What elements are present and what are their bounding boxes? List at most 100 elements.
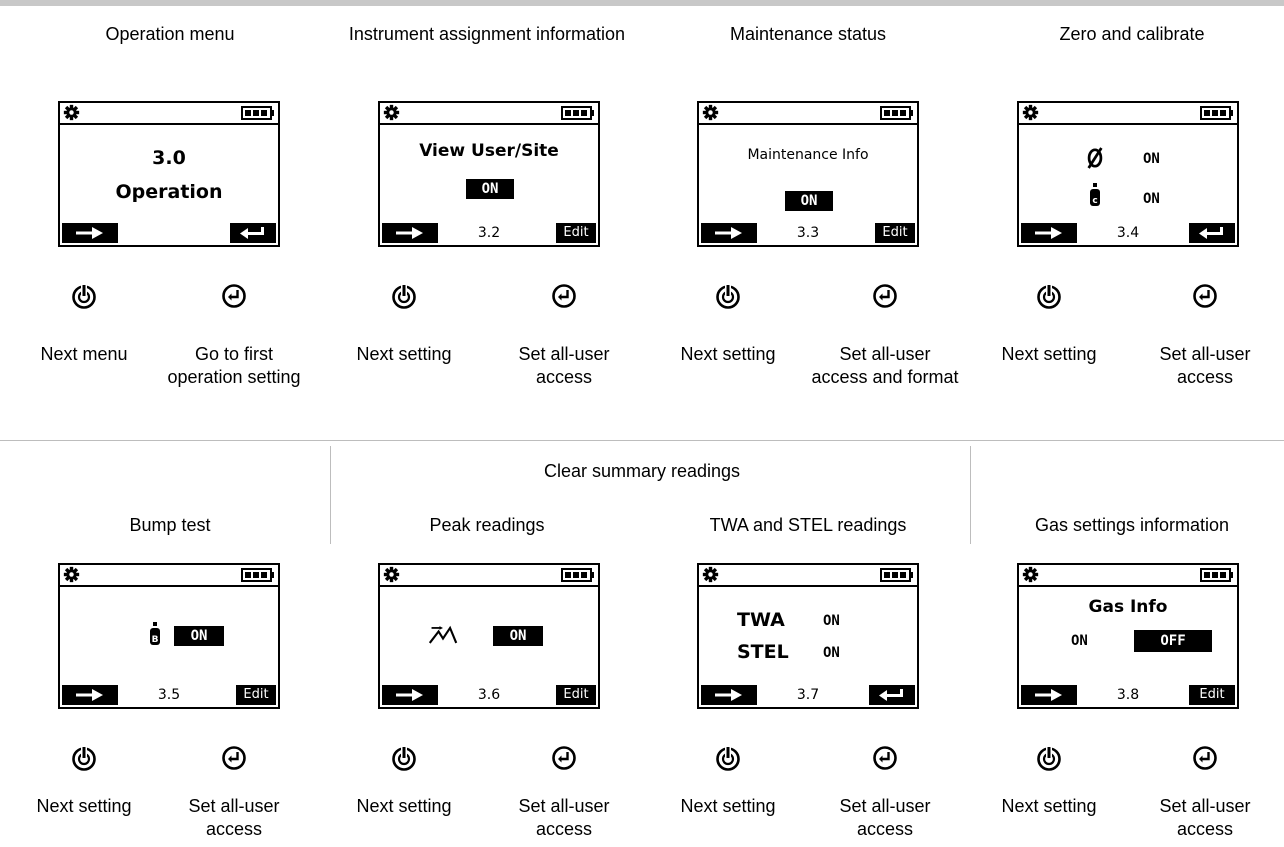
edit-softkey: Edit (236, 685, 276, 705)
battery-icon (241, 106, 275, 120)
right-arrow-icon (1021, 223, 1077, 243)
caption-power-action: Next menu (40, 344, 128, 364)
title-zero-calibrate: Zero and calibrate (1059, 24, 1205, 44)
next-softkey (382, 685, 438, 705)
caption-power-action: Next setting (680, 344, 776, 364)
caption-power-action: Next setting (356, 796, 452, 816)
group-divider-right (970, 446, 971, 544)
gear-icon (1022, 104, 1039, 121)
screen-3-6: ON 3.6 Edit (378, 563, 600, 709)
on-option: ON (1071, 633, 1088, 649)
right-arrow-icon (1021, 685, 1077, 705)
enter-button-icon (1192, 283, 1218, 309)
caption-enter-action: Set all-user access (188, 796, 280, 839)
caption-enter-action: Set all-user access (839, 796, 931, 839)
right-arrow-icon (382, 685, 438, 705)
group-divider-left (330, 446, 331, 544)
setting-title: Gas Info (1088, 597, 1168, 617)
enter-icon (230, 223, 276, 243)
off-badge: OFF (1134, 630, 1212, 652)
power-button-icon (71, 283, 97, 309)
zero-value: ON (1143, 151, 1160, 167)
next-softkey (701, 685, 757, 705)
menu-number: 3.0 (152, 147, 186, 169)
calibration-value: ON (1143, 191, 1160, 207)
next-softkey (701, 223, 757, 243)
screen-3-3: Maintenance Info ON 3.3 Edit (697, 101, 919, 247)
enter-icon (1189, 223, 1235, 243)
enter-icon (869, 685, 915, 705)
title-operation-menu: Operation menu (105, 24, 235, 44)
edit-softkey: Edit (556, 223, 596, 243)
enter-button-icon (1192, 745, 1218, 771)
twa-label: TWA (737, 609, 785, 631)
title-twa-stel: TWA and STEL readings (709, 515, 907, 535)
setting-number: 3.4 (1116, 225, 1140, 241)
power-button-icon (1036, 283, 1062, 309)
power-button-icon (391, 745, 417, 771)
battery-icon (561, 106, 595, 120)
on-badge: ON (785, 191, 833, 211)
gear-icon (383, 104, 400, 121)
title-maintenance-status: Maintenance status (729, 24, 887, 44)
title-peak-readings: Peak readings (429, 515, 545, 535)
next-softkey (62, 223, 118, 243)
edit-label: Edit (563, 225, 589, 240)
setting-number: 3.6 (477, 687, 501, 703)
bump-cylinder-icon (148, 622, 162, 646)
power-button-icon (715, 745, 741, 771)
gear-icon (63, 566, 80, 583)
setting-number: 3.7 (796, 687, 820, 703)
enter-button-icon (872, 283, 898, 309)
enter-button-icon (551, 745, 577, 771)
gear-icon (702, 104, 719, 121)
setting-number: 3.3 (796, 225, 820, 241)
screen-3-7: TWA ON STEL ON 3.7 (697, 563, 919, 709)
battery-icon (880, 106, 914, 120)
top-rule (0, 0, 1284, 6)
enter-softkey (869, 685, 915, 705)
battery-icon (1200, 568, 1234, 582)
edit-softkey: Edit (1189, 685, 1235, 705)
battery-icon (561, 568, 595, 582)
enter-softkey (1189, 223, 1235, 243)
caption-enter-action: Set all-user access (518, 796, 610, 839)
title-instrument-assignment: Instrument assignment information (348, 24, 626, 44)
edit-label: Edit (243, 687, 269, 702)
setting-title: Maintenance Info (747, 147, 869, 163)
caption-enter-action: Go to first operation setting (167, 344, 301, 387)
enter-button-icon (872, 745, 898, 771)
right-arrow-icon (701, 223, 757, 243)
next-softkey (62, 685, 118, 705)
setting-title: View User/Site (419, 141, 559, 161)
right-arrow-icon (382, 223, 438, 243)
caption-enter-action: Set all-user access and format (811, 344, 959, 387)
caption-power-action: Next setting (1001, 796, 1097, 816)
edit-label: Edit (882, 225, 908, 240)
stel-value: ON (823, 645, 840, 661)
caption-enter-action: Set all-user access (1159, 344, 1251, 387)
menu-name: Operation (115, 181, 223, 203)
caption-power-action: Next setting (356, 344, 452, 364)
enter-button-icon (551, 283, 577, 309)
caption-enter-action: Set all-user access (1159, 796, 1251, 839)
title-bump-test: Bump test (129, 515, 211, 535)
edit-label: Edit (563, 687, 589, 702)
calibration-cylinder-icon (1088, 183, 1102, 207)
battery-icon (1200, 106, 1234, 120)
caption-enter-action: Set all-user access (518, 344, 610, 387)
next-softkey (1021, 223, 1077, 243)
stel-label: STEL (737, 641, 789, 663)
edit-softkey: Edit (556, 685, 596, 705)
caption-power-action: Next setting (36, 796, 132, 816)
right-arrow-icon (62, 685, 118, 705)
power-button-icon (391, 283, 417, 309)
title-gas-settings: Gas settings information (1034, 515, 1230, 535)
enter-button-icon (221, 745, 247, 771)
on-badge: ON (466, 179, 514, 199)
gear-icon (63, 104, 80, 121)
next-softkey (382, 223, 438, 243)
on-badge: ON (174, 626, 224, 646)
gear-icon (1022, 566, 1039, 583)
on-badge: ON (493, 626, 543, 646)
